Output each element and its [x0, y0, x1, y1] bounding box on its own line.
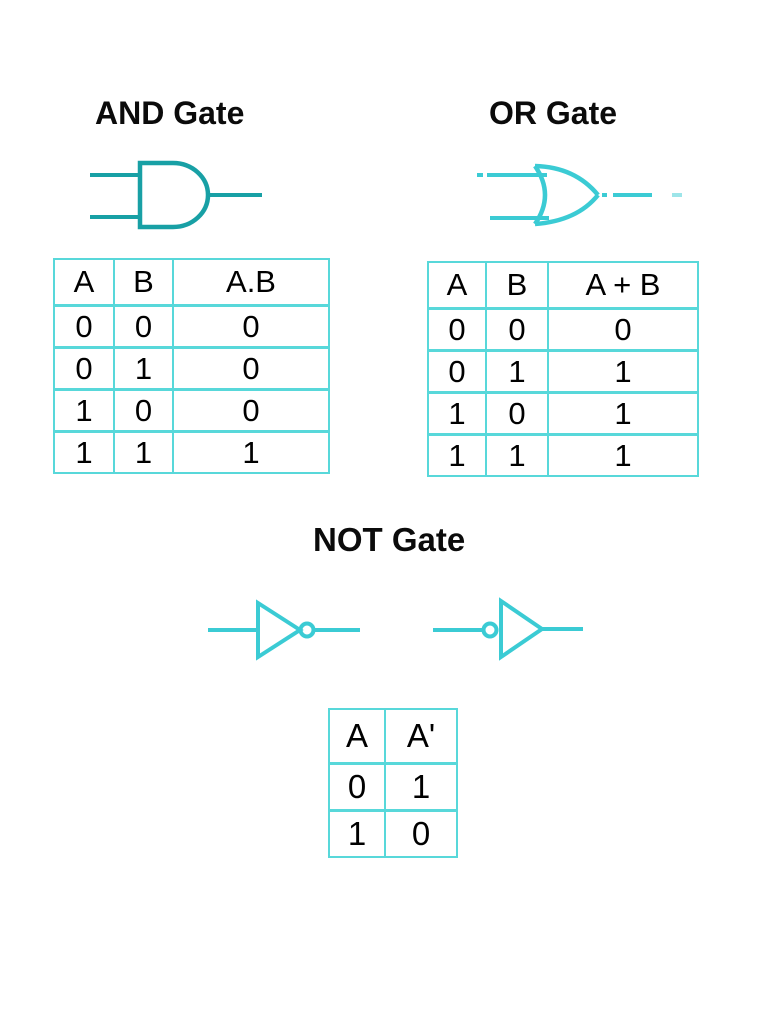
table-cell: 0 [113, 388, 174, 433]
or-gate-back-curve [533, 164, 548, 226]
or-gate-icon [477, 163, 682, 227]
table-cell: 0 [427, 307, 487, 352]
not-left-bubble [298, 621, 316, 639]
not-right-triangle [499, 597, 546, 661]
not-right-bubble [481, 621, 499, 639]
or-gate-bottom-curve [534, 193, 600, 227]
or-gate-top-curve [534, 163, 600, 197]
table-cell: 1 [547, 349, 699, 394]
table-cell: 0 [53, 304, 115, 349]
table-cell: 0 [172, 388, 330, 433]
column-header: B [485, 261, 549, 310]
table-cell: 1 [547, 391, 699, 436]
column-header: B [113, 258, 174, 307]
column-header: A [328, 708, 386, 765]
table-cell: 0 [384, 809, 458, 858]
table-cell: 1 [172, 430, 330, 474]
table-cell: 0 [172, 346, 330, 391]
table-cell: 1 [547, 433, 699, 477]
table-cell: 1 [113, 346, 174, 391]
table-cell: 0 [485, 391, 549, 436]
table-cell: 0 [172, 304, 330, 349]
table-cell: 1 [485, 349, 549, 394]
table-cell: 1 [427, 433, 487, 477]
table-cell: 1 [113, 430, 174, 474]
column-header: A.B [172, 258, 330, 307]
table-cell: 1 [328, 809, 386, 858]
table-cell: 0 [113, 304, 174, 349]
table-cell: 1 [53, 388, 115, 433]
not-gate-title: NOT Gate [313, 521, 466, 558]
table-cell: 0 [328, 762, 386, 812]
and-gate-title: AND Gate [95, 95, 245, 131]
table-cell: 0 [547, 307, 699, 352]
not-left-triangle [256, 599, 304, 661]
and-gate-icon [90, 160, 262, 230]
column-header: A + B [547, 261, 699, 310]
table-cell: 1 [53, 430, 115, 474]
column-header: A' [384, 708, 458, 765]
table-cell: 1 [427, 391, 487, 436]
column-header: A [427, 261, 487, 310]
table-cell: 1 [384, 762, 458, 812]
and-gate-body [137, 160, 211, 230]
table-cell: 0 [485, 307, 549, 352]
not-inverter-bubble-input-icon [433, 597, 583, 661]
table-cell: 0 [53, 346, 115, 391]
not-inverter-bubble-output-icon [208, 599, 360, 661]
column-header: A [53, 258, 115, 307]
table-cell: 1 [485, 433, 549, 477]
table-cell: 0 [427, 349, 487, 394]
or-gate-title: OR Gate [489, 95, 618, 131]
